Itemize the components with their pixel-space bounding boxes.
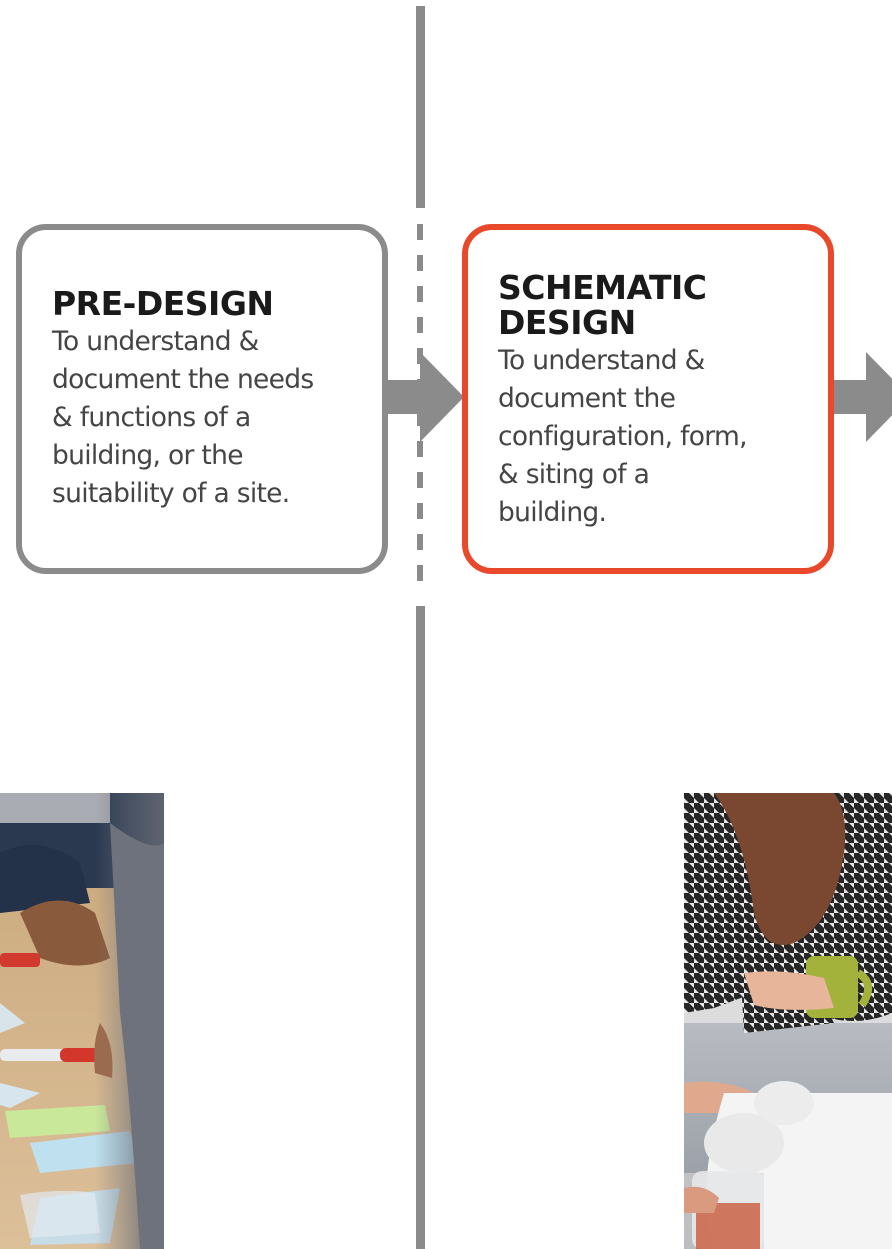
- description-line: document the: [498, 383, 676, 414]
- description-line: To understand &: [52, 326, 259, 357]
- description-line: & siting of a: [498, 459, 650, 490]
- photo-reviewing-drawings: [684, 793, 892, 1249]
- right-arrow-icon: [834, 352, 892, 442]
- right-arrow-icon: [388, 352, 464, 442]
- phase-box-predesign: PRE-DESIGN To understand & document the n…: [16, 224, 388, 574]
- description-line: configuration, form,: [498, 421, 748, 452]
- phase-description: To understand & document the configuration…: [498, 342, 810, 532]
- phase-title: PRE-DESIGN: [52, 284, 274, 323]
- photo-brainstorming: [0, 793, 164, 1249]
- description-line: document the needs: [52, 364, 314, 395]
- title-line: DESIGN: [498, 303, 636, 342]
- description-line: building, or the: [52, 440, 244, 471]
- phase-description: To understand & document the needs & funct…: [52, 323, 364, 513]
- description-line: suitability of a site.: [52, 478, 290, 509]
- timeline-divider-top: [416, 6, 425, 208]
- description-line: building.: [498, 497, 607, 528]
- description-line: & functions of a: [52, 402, 251, 433]
- title-line: SCHEMATIC: [498, 268, 707, 307]
- timeline-divider-bottom: [416, 606, 425, 1249]
- description-line: To understand &: [498, 345, 705, 376]
